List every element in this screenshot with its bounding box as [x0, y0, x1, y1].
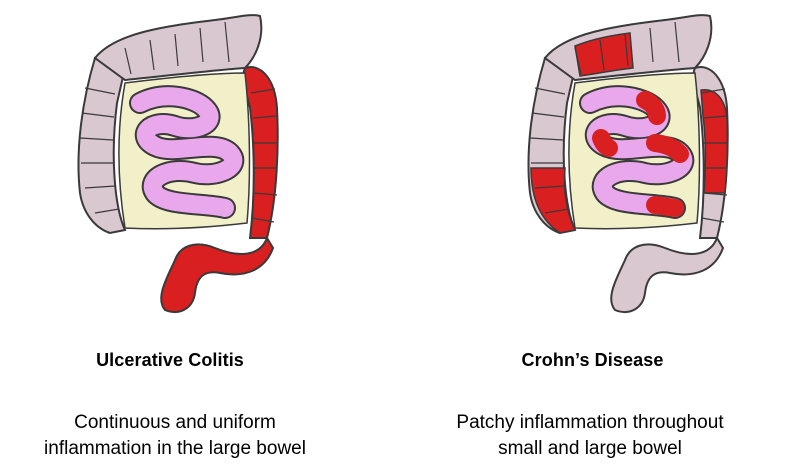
ulcerative-colitis-description: Continuous and uniform inflammation in t… [0, 410, 360, 462]
ulcerative-colitis-panel: Ulcerative Colitis Continuous and unifor… [0, 0, 395, 465]
inflamed-patch [531, 168, 575, 233]
description-line: inflammation in the large bowel [0, 436, 360, 462]
description-line: Continuous and uniform [0, 410, 360, 436]
inflamed-rectum [161, 238, 273, 312]
ulcerative-colitis-title: Ulcerative Colitis [0, 350, 380, 371]
crohns-disease-illustration [505, 8, 745, 318]
crohns-disease-panel: Crohn’s Disease Patchy inflammation thro… [395, 0, 790, 465]
description-line: Patchy inflammation throughout [355, 410, 790, 436]
description-line: small and large bowel [355, 436, 790, 462]
crohns-disease-title: Crohn’s Disease [395, 350, 790, 371]
ulcerative-colitis-illustration [55, 8, 295, 318]
crohns-disease-description: Patchy inflammation throughout small and… [355, 410, 790, 462]
inflamed-patch [701, 90, 727, 193]
